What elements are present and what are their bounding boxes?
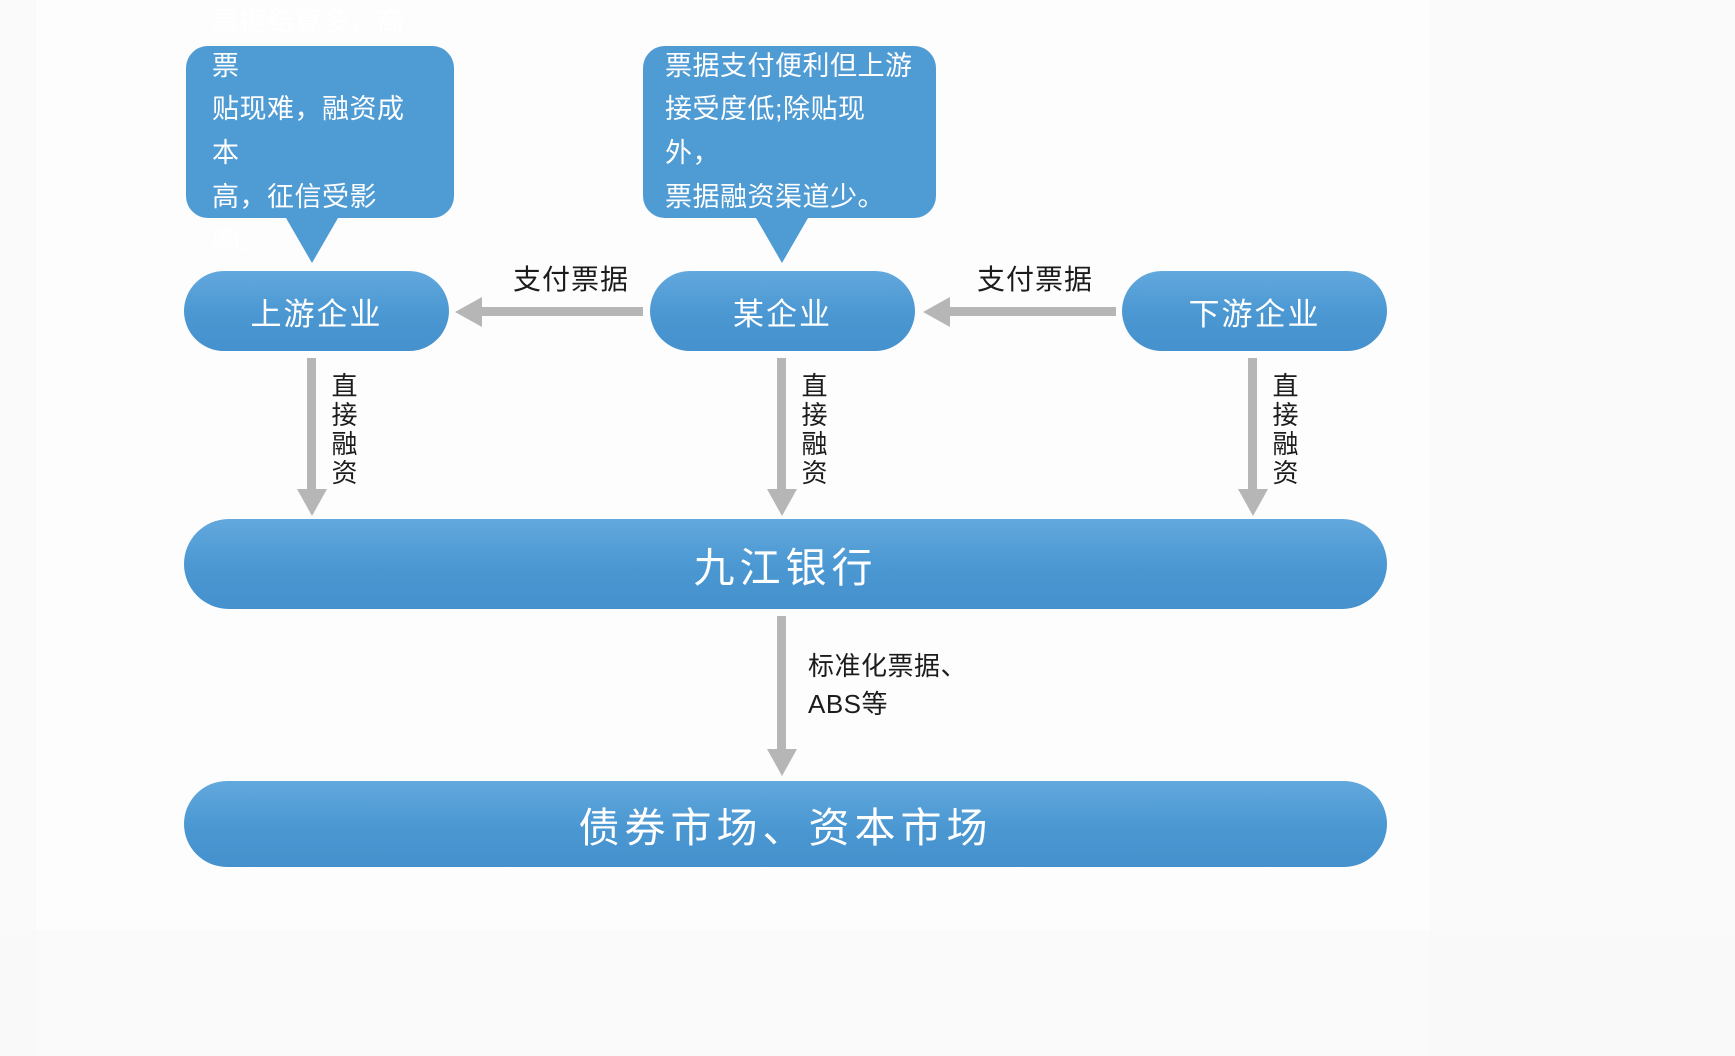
node-bank[interactable]: 九江银行 [184, 519, 1387, 609]
edge-bank-to-market-label: 标准化票据、 ABS等 [808, 651, 968, 719]
node-company[interactable]: 某企业 [650, 271, 915, 351]
edge-downstream-to-company-label: 支付票据 [977, 264, 1094, 295]
edge-company-to-bank [777, 358, 786, 490]
edge-bank-to-market [777, 616, 786, 750]
callout-company-pointer-icon [756, 218, 808, 263]
edge-company-to-upstream [481, 307, 643, 316]
node-market-label: 债券市场、资本市场 [578, 805, 993, 851]
edge-upstream-to-bank-label: 直接融资 [328, 372, 358, 488]
edge-downstream-to-company [949, 307, 1116, 316]
callout-upstream: 票据结算多，商票 贴现难，融资成本 高，征信受影响。 [186, 7, 454, 255]
edge-company-to-bank-label: 直接融资 [798, 372, 828, 488]
edge-downstream-to-bank-label: 直接融资 [1269, 372, 1299, 488]
background-wash [0, 930, 1735, 1056]
node-bank-label: 九江银行 [693, 545, 878, 591]
node-upstream[interactable]: 上游企业 [184, 271, 449, 351]
background-wash [0, 0, 36, 1056]
node-downstream[interactable]: 下游企业 [1122, 271, 1387, 351]
edge-downstream-to-bank [1248, 358, 1257, 490]
edge-upstream-to-bank [307, 358, 316, 490]
callout-upstream-pointer-icon [286, 218, 338, 263]
node-market[interactable]: 债券市场、资本市场 [184, 781, 1387, 867]
edge-company-to-upstream-label: 支付票据 [513, 264, 630, 295]
background-wash [1430, 0, 1735, 1056]
node-downstream-label: 下游企业 [1188, 296, 1321, 332]
callout-company: 票据支付便利但上游 接受度低;除贴现外， 票据融资渠道少。 [643, 46, 936, 250]
node-company-label: 某企业 [733, 296, 832, 332]
node-upstream-label: 上游企业 [250, 296, 383, 332]
callout-upstream-text: 票据结算多，商票 贴现难，融资成本 高，征信受影响。 [212, 6, 405, 256]
callout-company-text: 票据支付便利但上游 接受度低;除贴现外， 票据融资渠道少。 [665, 50, 913, 212]
